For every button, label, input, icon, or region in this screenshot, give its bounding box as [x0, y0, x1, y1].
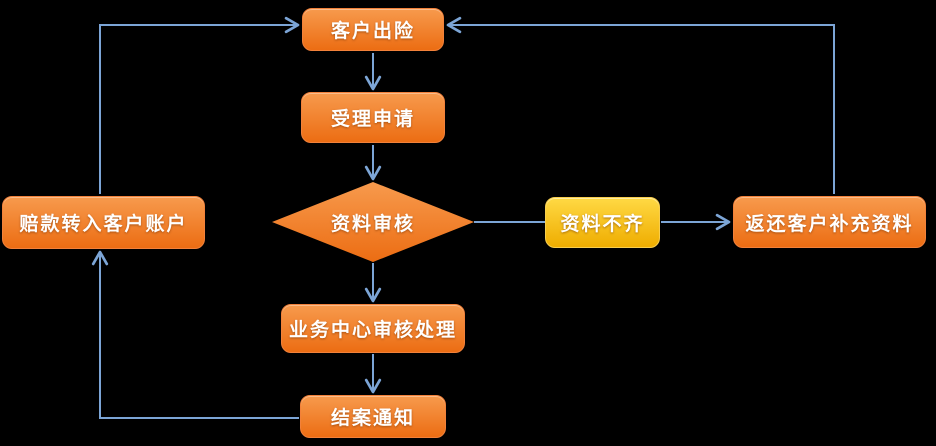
node-business-center-review: 业务中心审核处理: [281, 304, 465, 353]
node-compensation-transfer: 赔款转入客户账户: [2, 196, 205, 249]
node-return-supplement: 返还客户补充资料: [733, 196, 926, 248]
node-compensation-transfer-label: 赔款转入客户账户: [19, 214, 188, 235]
node-customer-claim-label: 客户出险: [330, 21, 415, 42]
edge-return-to-claim: [446, 16, 835, 194]
edge-closure-to-compensation: [91, 250, 299, 419]
node-closure-notice-label: 结案通知: [330, 408, 415, 429]
node-customer-claim: 客户出险: [302, 8, 444, 51]
node-business-center-review-label: 业务中心审核处理: [288, 320, 457, 341]
node-material-incomplete-label: 资料不齐: [560, 214, 645, 235]
edge-compensation-to-claim: [99, 16, 300, 194]
node-material-review-label: 资料审核: [330, 213, 415, 235]
node-accept-application: 受理申请: [301, 92, 445, 143]
node-material-incomplete: 资料不齐: [545, 197, 660, 248]
node-return-supplement-label: 返还客户补充资料: [745, 213, 914, 235]
node-accept-application-label: 受理申请: [330, 109, 415, 130]
node-closure-notice: 结案通知: [300, 395, 446, 438]
